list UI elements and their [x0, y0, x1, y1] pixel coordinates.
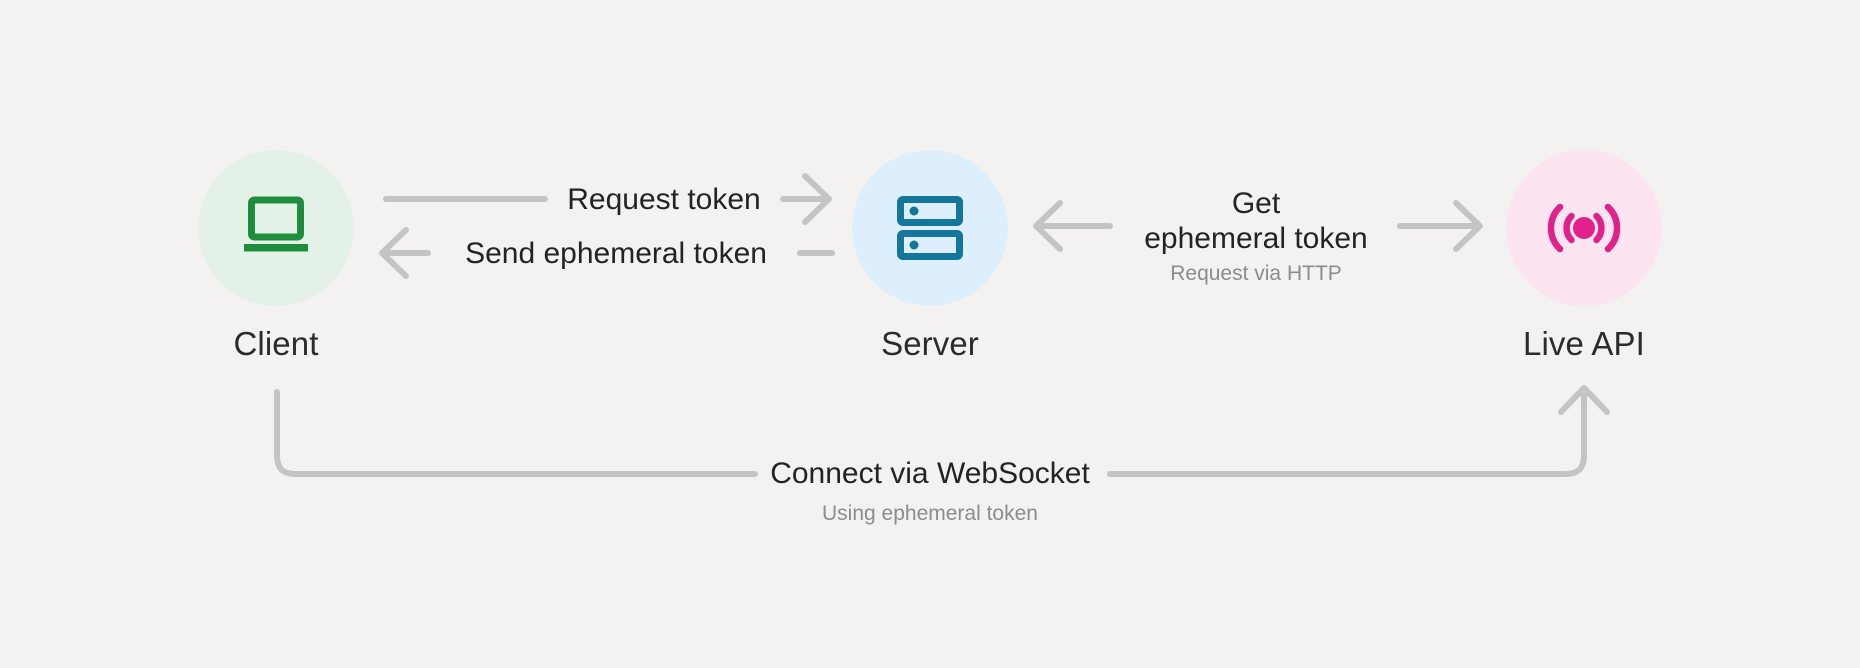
node-server[interactable]: Server	[830, 150, 1030, 362]
get-ephemeral-token-sublabel: Request via HTTP	[1170, 261, 1342, 285]
send-ephemeral-token-text: Send ephemeral token	[465, 237, 767, 270]
live-api-circle	[1506, 150, 1662, 306]
server-rack-icon	[897, 196, 963, 260]
connect-websocket-text: Connect via WebSocket	[770, 457, 1090, 490]
server-circle	[852, 150, 1008, 306]
get-ephemeral-token-line1: Get	[1231, 187, 1281, 220]
node-client[interactable]: Client	[176, 150, 376, 362]
client-label: Client	[233, 325, 319, 362]
edge-label-connect-websocket: Connect via WebSocket Using ephemeral to…	[765, 456, 1095, 527]
node-live-api[interactable]: Live API	[1484, 150, 1684, 362]
live-api-label: Live API	[1523, 325, 1645, 362]
client-circle	[198, 150, 354, 306]
connect-websocket-sublabel: Using ephemeral token	[822, 502, 1038, 526]
edge-label-get-ephemeral-token: Get ephemeral token Request via HTTP	[1120, 186, 1392, 286]
edge-label-request-token: Request token	[550, 182, 778, 217]
broadcast-signal-icon	[1547, 203, 1621, 253]
request-token-text: Request token	[567, 183, 761, 216]
get-ephemeral-token-line2: ephemeral token	[1144, 222, 1368, 256]
edge-label-send-ephemeral-token: Send ephemeral token	[440, 236, 792, 271]
server-label: Server	[881, 325, 979, 362]
laptop-icon	[244, 196, 308, 252]
